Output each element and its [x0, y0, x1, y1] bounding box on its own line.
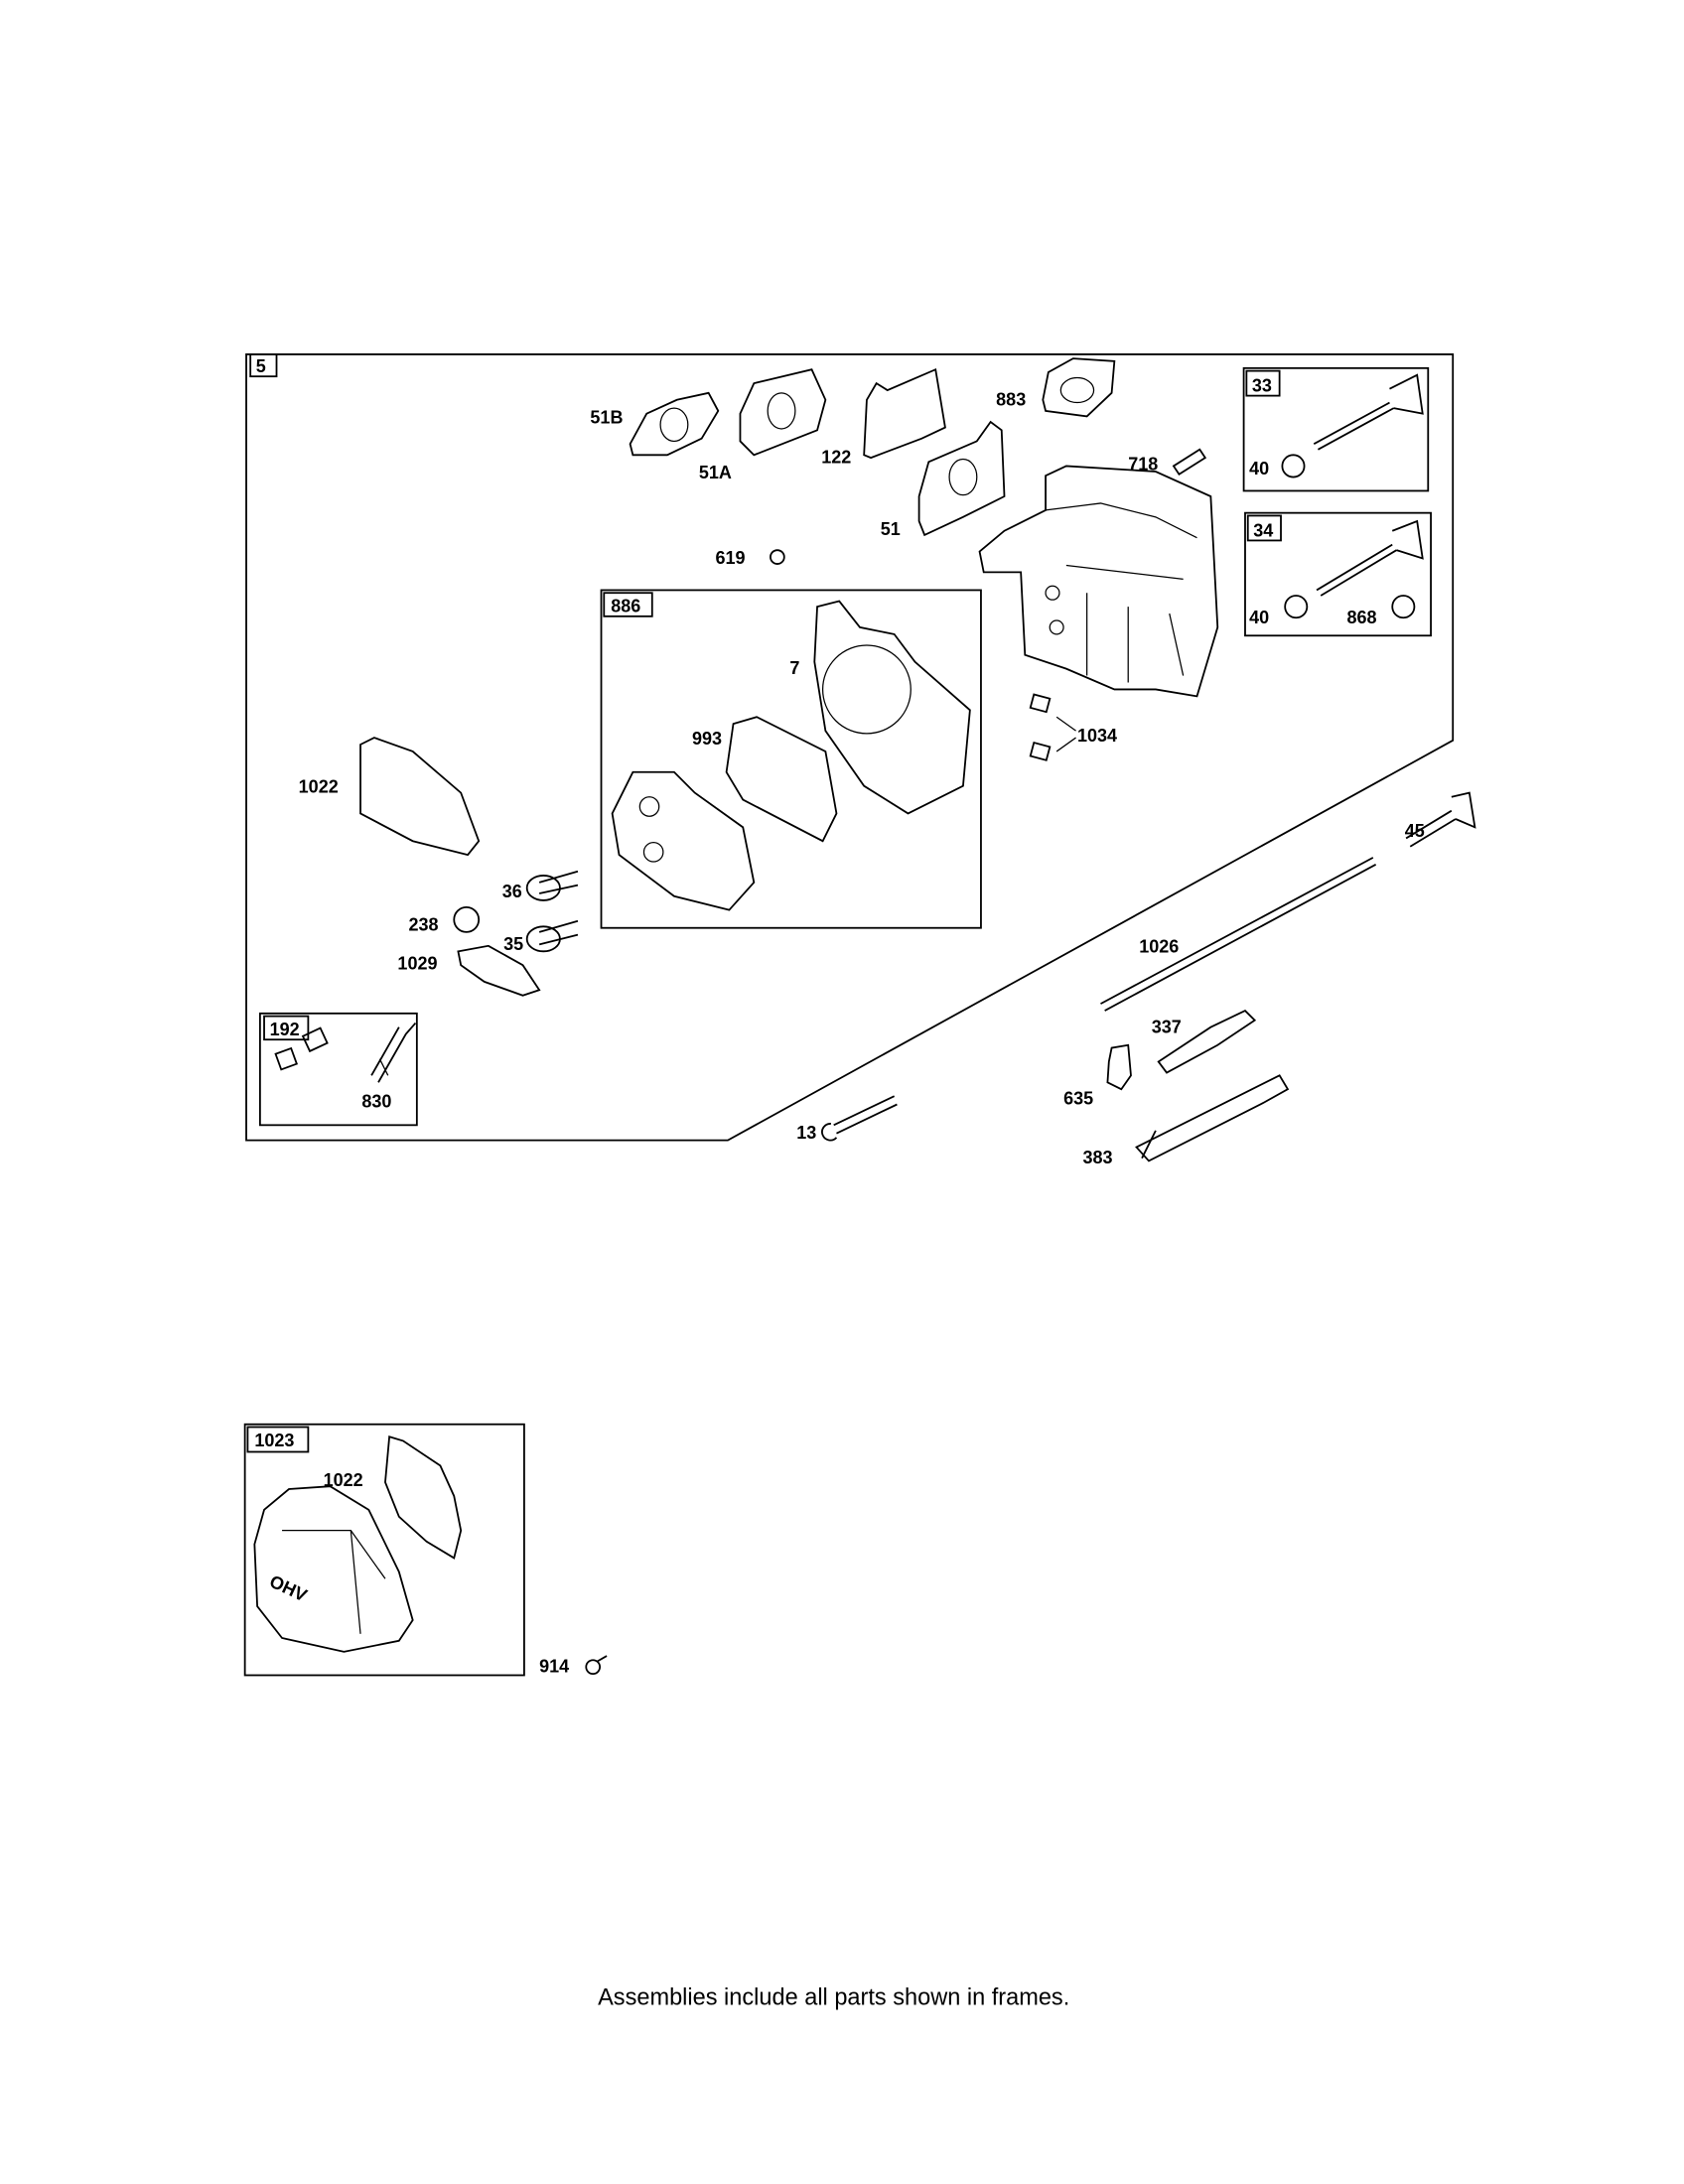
callout-1029: 1029 — [397, 953, 437, 973]
valve-34 — [1316, 519, 1424, 597]
cylinder-head-detail — [1045, 502, 1197, 683]
plate-port — [642, 841, 664, 863]
valve-cover-logo: OHV — [267, 1571, 311, 1606]
cap-238 — [453, 905, 481, 933]
valve-cover — [253, 1485, 414, 1653]
frame-label-box — [603, 592, 653, 617]
elbow-635 — [1106, 1043, 1132, 1091]
callout-35: 35 — [503, 934, 523, 954]
frame-label-box — [246, 1426, 310, 1453]
callout-993: 993 — [692, 729, 722, 749]
head-gasket-bore — [821, 644, 912, 735]
frame-label-box — [263, 1015, 310, 1041]
callout-914: 914 — [539, 1657, 569, 1677]
gasket-51B — [629, 391, 720, 457]
screw-914 — [585, 1659, 602, 1676]
callout-122: 122 — [821, 448, 851, 468]
callout-51A: 51A — [699, 463, 732, 482]
gasket-51 — [917, 420, 1006, 537]
valve-seal-868 — [1391, 595, 1416, 619]
callout-868: 868 — [1347, 608, 1377, 627]
gasket-hole — [948, 458, 978, 496]
frame-label-34: 34 — [1253, 520, 1273, 540]
callout-40: 40 — [1249, 608, 1269, 627]
frame-label-192: 192 — [270, 1020, 300, 1039]
valve-cover-detail — [282, 1530, 386, 1634]
callout-337: 337 — [1152, 1017, 1182, 1036]
gasket-993 — [725, 716, 838, 843]
leader-830 — [378, 1058, 389, 1076]
valve-retainer-40 — [1284, 595, 1309, 619]
callout-7: 7 — [789, 658, 799, 678]
clip-1034-a — [1029, 693, 1052, 714]
valve-guide-45 — [1405, 791, 1476, 848]
screw-619 — [770, 549, 785, 565]
plate-122 — [863, 367, 946, 460]
cylinder-head-port — [1049, 619, 1064, 635]
pin-718 — [1172, 448, 1207, 477]
frame-192 — [258, 1012, 418, 1127]
callout-635: 635 — [1063, 1088, 1093, 1108]
footer-note: Assemblies include all parts shown in fr… — [598, 1983, 1069, 2009]
stud-830 — [370, 1022, 417, 1083]
adjuster — [301, 1026, 329, 1053]
gasket-hole — [767, 392, 796, 430]
plate-886 — [611, 770, 756, 911]
spark-plug-337 — [1157, 1009, 1257, 1074]
gasket-hole — [659, 407, 689, 443]
leader-1034 — [1055, 716, 1076, 752]
callout-1034: 1034 — [1077, 726, 1117, 746]
callout-labels: 51B 51A 122 883 718 51 619 7 993 1034 10… — [299, 389, 1425, 1676]
callout-40: 40 — [1249, 459, 1269, 478]
frame-label-5: 5 — [256, 356, 266, 376]
main-assembly-frame — [245, 353, 1455, 1142]
plate-port — [638, 796, 660, 817]
callout-36: 36 — [502, 882, 522, 901]
frame-label-box — [249, 353, 278, 378]
tube-383 — [1135, 1074, 1290, 1162]
frame-label-box — [1245, 369, 1281, 397]
gasket-1022 — [359, 737, 481, 857]
cylinder-head — [978, 465, 1219, 698]
spring-35 — [525, 919, 579, 953]
frame-886 — [600, 589, 982, 929]
frame-34 — [1244, 511, 1432, 637]
valve-retainer-40 — [1281, 454, 1306, 478]
spring-36 — [525, 870, 579, 901]
frame-label-33: 33 — [1252, 375, 1272, 395]
callout-1022: 1022 — [299, 777, 339, 797]
push-rod-1026 — [1100, 857, 1377, 1012]
callout-883: 883 — [996, 389, 1026, 409]
callout-830: 830 — [361, 1091, 391, 1111]
callout-51: 51 — [881, 519, 901, 539]
callout-51B: 51B — [590, 407, 623, 427]
frame-1023 — [243, 1423, 525, 1677]
frame-label-box — [1246, 514, 1282, 542]
gasket-883 — [1042, 357, 1116, 418]
frame-label-1023: 1023 — [254, 1431, 294, 1450]
callout-1022: 1022 — [324, 1470, 363, 1490]
head-gasket-7 — [813, 600, 971, 815]
callout-619: 619 — [716, 548, 746, 568]
callout-13: 13 — [796, 1123, 816, 1143]
valve-33 — [1313, 373, 1424, 451]
gasket-51A — [739, 368, 827, 457]
frame-33 — [1242, 366, 1430, 492]
clip-1034-b — [1029, 741, 1052, 761]
nut — [274, 1046, 299, 1071]
frame-label-886: 886 — [611, 597, 640, 616]
rocker-arm-1029 — [457, 944, 541, 997]
bolt-13 — [821, 1095, 898, 1142]
callout-1026: 1026 — [1139, 937, 1179, 957]
screw-914-shank — [596, 1655, 608, 1663]
gasket-1022 — [384, 1435, 463, 1560]
callout-238: 238 — [409, 914, 439, 934]
callout-45: 45 — [1405, 821, 1425, 841]
gasket-hole — [1059, 376, 1095, 404]
cylinder-head-port — [1045, 585, 1060, 601]
callout-383: 383 — [1082, 1148, 1112, 1167]
callout-718: 718 — [1128, 455, 1158, 475]
